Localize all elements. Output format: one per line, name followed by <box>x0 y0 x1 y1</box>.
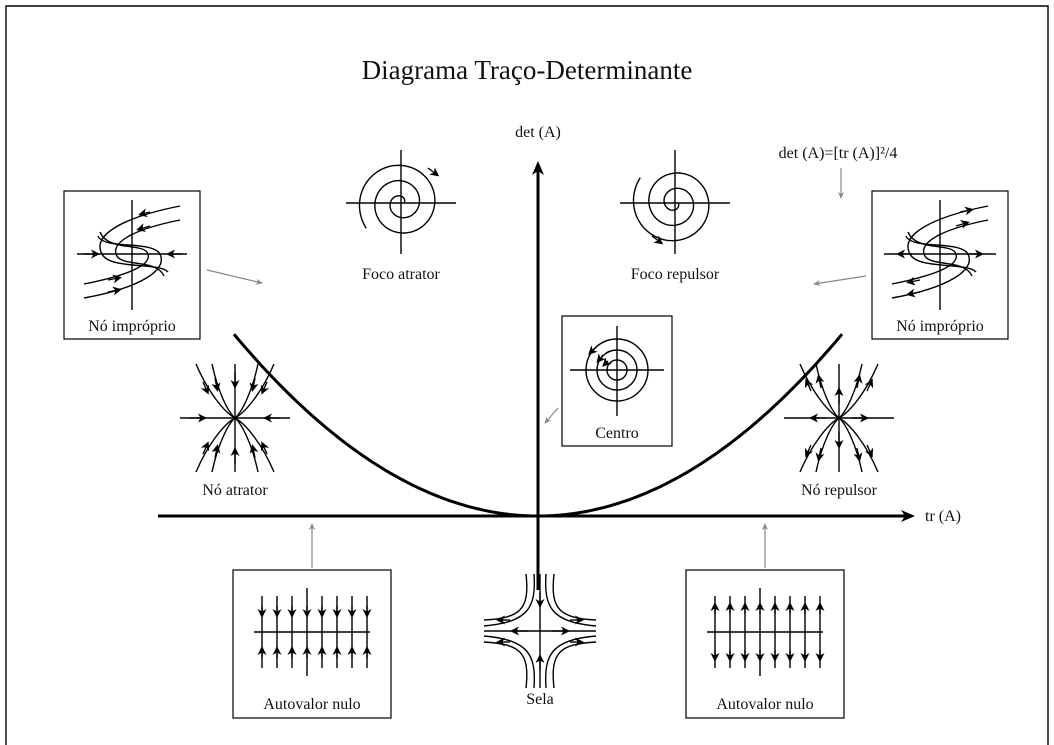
zero-eig-left-label: Autovalor nulo <box>263 696 360 713</box>
saddle-label: Sela <box>526 691 554 708</box>
zero-eig-right-label: Autovalor nulo <box>716 696 813 713</box>
focus-repulsor-glyph: Foco repulsor <box>620 150 730 283</box>
zero-eig-right-panel: Autovalor nulo <box>685 569 845 719</box>
center-label: Centro <box>595 425 639 442</box>
improper-node-left-label: Nó impróprio <box>88 318 176 335</box>
zero-eig-left-box <box>232 569 392 719</box>
parabola-curve <box>232 333 844 518</box>
node-attractor-label: Nó atrator <box>202 482 268 499</box>
improper-node-right-panel: Nó impróprio <box>871 190 1009 340</box>
zero-eig-left-panel: Autovalor nulo <box>232 569 392 719</box>
focus-repulsor-label: Foco repulsor <box>631 266 720 283</box>
node-repulsor-glyph: Nó repulsor <box>784 363 894 499</box>
improper-node-left-panel: Nó impróprio <box>63 190 201 340</box>
focus-attractor-label: Foco atrator <box>362 266 440 283</box>
determinant-axis-label: det (A) <box>515 124 561 141</box>
center-panel: Centro <box>561 315 673 447</box>
parabola-label: det (A)=[tr (A)]²/4 <box>779 145 898 162</box>
center-pointer <box>544 407 559 424</box>
improper-node-left-pointer <box>206 269 263 285</box>
trace-axis-label: tr (A) <box>925 508 961 525</box>
node-attractor-glyph: Nó atrator <box>180 363 290 499</box>
saddle-glyph: Sela <box>483 573 597 708</box>
diagram-title: Diagrama Traço-Determinante <box>362 55 693 85</box>
focus-attractor-glyph: Foco atrator <box>346 150 456 283</box>
improper-node-right-pointer <box>813 275 867 287</box>
improper-node-right-label: Nó impróprio <box>896 318 984 335</box>
node-repulsor-label: Nó repulsor <box>801 482 878 499</box>
page-border <box>5 5 1049 745</box>
zero-eig-right-box <box>685 569 845 719</box>
